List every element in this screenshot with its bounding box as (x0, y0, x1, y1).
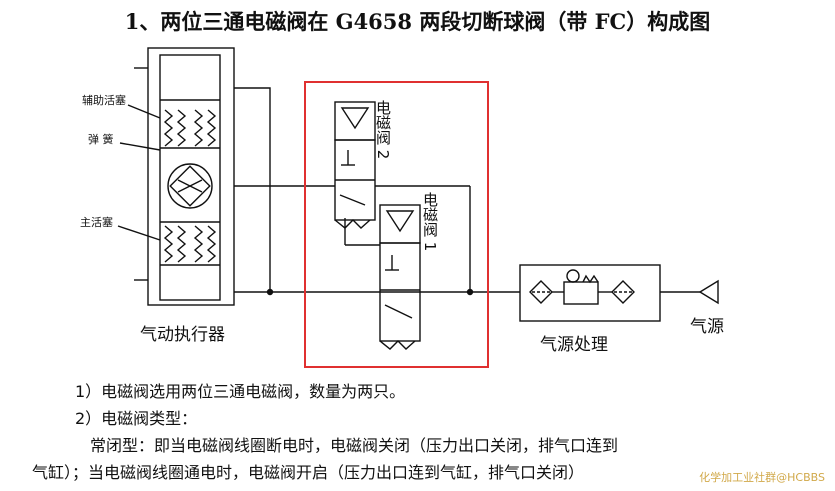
valve-2-label: 电磁阀 2 (374, 100, 392, 159)
spring-icon (163, 109, 174, 147)
pneumatic-actuator (117, 47, 235, 306)
aux-piston-label: 辅助活塞 (82, 93, 126, 107)
air-piping (234, 87, 719, 305)
air-treatment-label: 气源处理 (540, 335, 608, 355)
valve-highlight-box (304, 81, 489, 368)
air-source-arrow-icon (698, 279, 719, 305)
watermark: 化学加工业社群@HCBBS (699, 471, 825, 484)
note-1: 1）电磁阀选用两位三通电磁阀，数量为两只。 (75, 382, 406, 401)
solenoid-valve-1 (379, 204, 421, 350)
valve-1-label: 电磁阀 1 (421, 192, 439, 251)
solenoid-valve-2 (334, 101, 376, 229)
pressure-gauge-icon (566, 269, 580, 283)
lubricator-icon (611, 280, 635, 304)
ball-valve-icon (167, 163, 213, 209)
air-source-label: 气源 (690, 317, 724, 337)
note-4: 气缸）；当电磁阀线圈通电时，电磁阀开启（压力出口连到气缸，排气口关闭） (32, 463, 585, 482)
main-piston-label: 主活塞 (80, 215, 113, 229)
spring-label: 弹 簧 (88, 132, 114, 146)
note-3: 常闭型：即当电磁阀线圈断电时，电磁阀关闭（压力出口关闭，排气口连到 (90, 436, 619, 455)
pneumatic-diagram: 辅助活塞 弹 簧 主活塞 气动执行器 电磁阀 2 电磁阀 1 气源处理 气源 (80, 47, 724, 368)
note-2: 2）电磁阀类型： (75, 409, 198, 428)
actuator-label: 气动执行器 (140, 325, 225, 345)
regulator-icon (563, 281, 599, 305)
page-title: 1、两位三通电磁阀在 G4658 两段切断球阀（带 FC）构成图 (124, 9, 711, 34)
air-treatment-unit (519, 264, 661, 322)
